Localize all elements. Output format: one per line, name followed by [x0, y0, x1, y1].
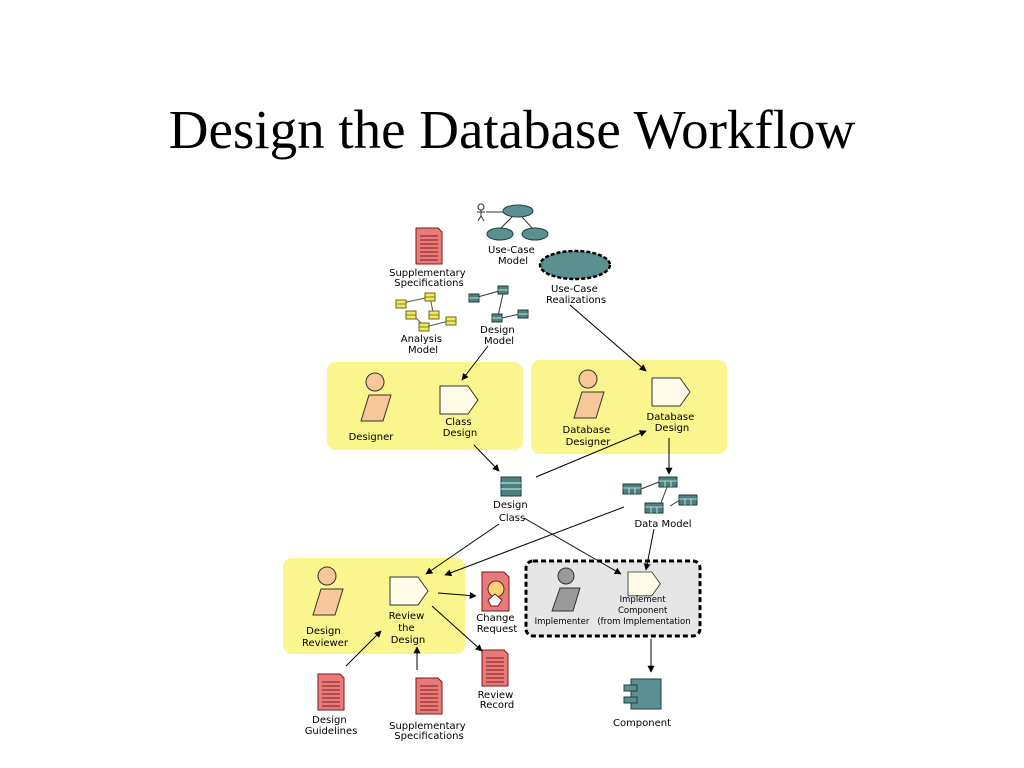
- supplementary-specifications-bottom-document-icon: [415, 677, 443, 715]
- data-model-label: Data Model: [634, 519, 691, 530]
- arrow-review-to-change-request: [437, 592, 477, 599]
- arrow-guidelines-to-reviewer: [345, 630, 382, 667]
- use-case-realizations-label: Use-Case Realizations: [546, 284, 606, 306]
- change-request-label: Change Request: [476, 613, 517, 635]
- supplementary-specifications-document-icon: [415, 227, 443, 265]
- design-guidelines-label: Design Guidelines: [305, 715, 358, 737]
- use-case-realizations-icon: [538, 249, 612, 281]
- arrow-realizations-to-database-design: [569, 304, 647, 372]
- flow-arrows: [345, 304, 673, 673]
- review-record-document-icon: [481, 649, 509, 687]
- data-model-icon: [622, 476, 698, 514]
- component-icon: [623, 678, 662, 710]
- arrow-design-model-to-class-design: [461, 345, 489, 381]
- implement-component-label: Implement Component (from Implementation: [597, 595, 690, 627]
- review-the-design-label: Review the Design: [389, 611, 428, 646]
- design-class-label: Design Class: [493, 500, 531, 524]
- analysis-model-icon: [395, 292, 457, 332]
- design-class-icon: [500, 476, 522, 497]
- database-design-label: Database Design: [647, 412, 698, 434]
- implementer-label: Implementer: [535, 617, 590, 627]
- database-designer-label: Database Designer: [563, 425, 614, 448]
- arrow-design-class-to-database-design: [535, 430, 647, 478]
- supplementary-specifications-top-label: Supplementary Specifications: [389, 268, 469, 289]
- class-design-label: Class Design: [443, 417, 478, 439]
- arrow-class-design-to-design-class: [473, 444, 500, 472]
- design-reviewer-label: Design Reviewer: [302, 626, 349, 649]
- review-record-label: Review Record: [478, 690, 517, 711]
- arrow-data-model-to-review: [444, 506, 625, 577]
- arrow-data-model-to-implement: [643, 528, 655, 571]
- design-model-icon: [468, 285, 529, 323]
- supplementary-specifications-bottom-label: Supplementary Specifications: [389, 721, 469, 742]
- designer-label: Designer: [349, 432, 395, 443]
- use-case-model-icon: [477, 203, 549, 241]
- use-case-model-label: Use-Case Model: [488, 245, 538, 267]
- arrow-design-class-to-review: [425, 523, 500, 575]
- change-request-icon: [481, 571, 510, 612]
- arrow-review-to-review-record: [431, 605, 483, 652]
- database-designer-swimlane: [531, 360, 727, 454]
- analysis-model-label: Analysis Model: [401, 334, 445, 356]
- implementer-worker-icon: [551, 567, 581, 612]
- design-guidelines-document-icon: [317, 673, 345, 711]
- slide-title: Design the Database Workflow: [168, 99, 856, 160]
- arrow-design-class-to-implement: [523, 517, 622, 575]
- design-model-label: Design Model: [480, 325, 518, 347]
- component-label: Component: [613, 718, 671, 729]
